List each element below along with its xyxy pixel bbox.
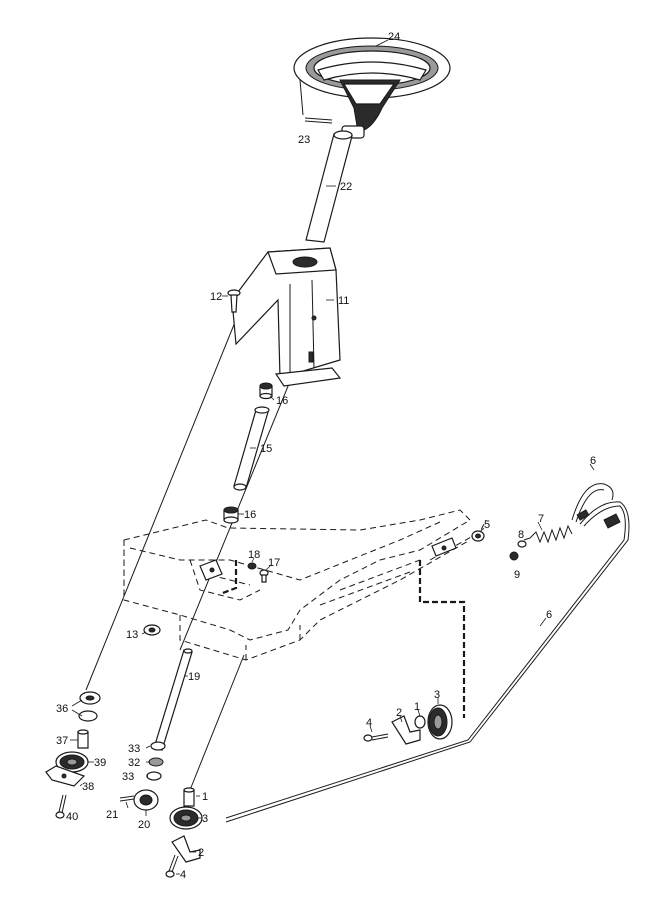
column-tube xyxy=(233,406,270,491)
spacer-36 xyxy=(78,691,101,722)
callout-5: 5 xyxy=(484,519,490,531)
callout-23: 23 xyxy=(298,134,310,146)
callout-38: 38 xyxy=(82,781,94,793)
callout-40: 40 xyxy=(66,811,78,823)
callouts: 24 23 22 12 11 16 15 16 5 6 7 8 9 18 17 … xyxy=(56,31,596,881)
callout-6-lower: 6 xyxy=(546,609,552,621)
callout-2-lower: 2 xyxy=(198,847,204,859)
assembly-lines xyxy=(85,79,304,791)
cable-bracket xyxy=(431,537,457,557)
bracket-2 xyxy=(171,835,201,863)
callout-3-lower: 3 xyxy=(202,813,208,825)
pin-21 xyxy=(119,795,135,802)
shaft-19 xyxy=(153,648,193,751)
callout-13: 13 xyxy=(126,629,138,641)
callout-1-lower: 1 xyxy=(202,791,208,803)
cable-route-dashed xyxy=(219,560,466,718)
cable-6 xyxy=(225,501,630,823)
bracket-38 xyxy=(45,765,86,787)
bolt-40 xyxy=(55,794,67,819)
steering-wheel xyxy=(293,37,451,139)
nut-5 xyxy=(471,530,485,542)
callout-15: 15 xyxy=(260,443,272,455)
steering-shaft xyxy=(305,130,353,243)
callout-21: 21 xyxy=(106,809,118,821)
bolt-right xyxy=(363,733,389,742)
washer-32 xyxy=(148,757,164,767)
cable-end-upper xyxy=(571,483,614,523)
spring-7 xyxy=(523,524,573,544)
callout-16-lower: 16 xyxy=(244,509,256,521)
pulley-39 xyxy=(55,751,89,773)
callout-24: 24 xyxy=(388,31,400,43)
washer-33-lower xyxy=(146,771,162,781)
callout-1-right: 1 xyxy=(414,701,420,713)
callout-19: 19 xyxy=(188,671,200,683)
tractor-frame xyxy=(123,509,487,661)
bushing-lower xyxy=(223,506,239,524)
pulley-right xyxy=(427,704,453,740)
pulley-3 xyxy=(169,806,203,830)
callout-12: 12 xyxy=(210,291,222,303)
callout-39: 39 xyxy=(94,757,106,769)
callout-8: 8 xyxy=(518,529,524,541)
callout-17: 17 xyxy=(268,557,280,569)
bushing-upper xyxy=(259,382,273,400)
callout-37: 37 xyxy=(56,735,68,747)
washer-18 xyxy=(247,562,257,570)
callout-4-lower: 4 xyxy=(180,869,186,881)
callout-9: 9 xyxy=(514,569,520,581)
leader-lines xyxy=(70,39,595,875)
gear-20 xyxy=(133,789,159,811)
washer-8 xyxy=(517,540,527,548)
roll-pin-23 xyxy=(304,117,333,124)
callout-20: 20 xyxy=(138,819,150,831)
callout-2-right: 2 xyxy=(396,707,402,719)
nut-9 xyxy=(509,551,519,561)
callout-16-upper: 16 xyxy=(276,395,288,407)
column-bracket xyxy=(231,247,342,387)
nut-13 xyxy=(143,624,161,636)
callout-33-lower: 33 xyxy=(122,771,134,783)
callout-11: 11 xyxy=(338,295,349,307)
bolt-12 xyxy=(227,289,241,313)
bushing-37 xyxy=(77,729,89,749)
callout-18: 18 xyxy=(248,549,260,561)
callout-36: 36 xyxy=(56,703,68,715)
pivot-bracket xyxy=(199,559,223,581)
callout-22: 22 xyxy=(340,181,352,193)
bolt-4 xyxy=(165,854,179,878)
washer-33-upper xyxy=(150,741,166,751)
callout-32: 32 xyxy=(128,757,140,769)
callout-4-right: 4 xyxy=(366,717,372,729)
callout-6-upper: 6 xyxy=(590,455,596,467)
bushing-1 xyxy=(183,787,195,807)
callout-3-right: 3 xyxy=(434,689,440,701)
callout-7: 7 xyxy=(538,513,544,525)
bushing-right xyxy=(414,715,426,729)
bracket-right xyxy=(391,715,421,745)
callout-33-upper: 33 xyxy=(128,743,140,755)
bolt-17 xyxy=(259,569,269,583)
